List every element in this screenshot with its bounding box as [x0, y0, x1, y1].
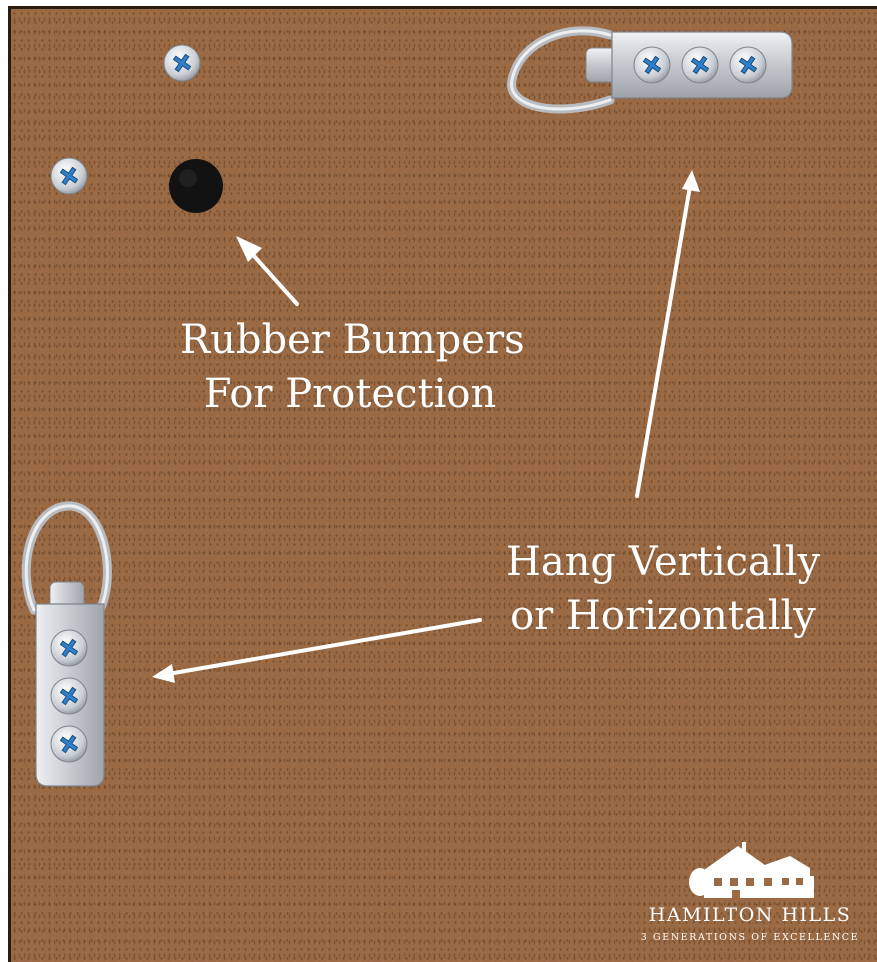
d-ring-hanger-icon	[21, 501, 112, 787]
bumper-callout: Rubber Bumpers For Protection	[180, 313, 525, 421]
hang-callout-line1: Hang Vertically	[505, 539, 821, 585]
hang-callout-line2: or Horizontally	[510, 593, 816, 639]
rubber-bumper-icon	[169, 159, 223, 213]
bumper-callout-line1: Rubber Bumpers	[180, 317, 525, 363]
backing-board	[8, 6, 877, 962]
brand-name: HAMILTON HILLS	[648, 904, 852, 926]
screw-icon	[163, 44, 201, 82]
bumper-callout-line2: For Protection	[203, 371, 497, 417]
d-ring-hanger-icon	[507, 26, 793, 114]
arrow-icon	[635, 170, 700, 498]
hang-callout: Hang Vertically or Horizontally	[498, 535, 828, 643]
house-logo-icon	[689, 842, 814, 898]
screw-icon	[50, 157, 88, 195]
arrow-icon	[152, 618, 482, 683]
brand-tagline: 3 GENERATIONS OF EXCELLENCE	[640, 932, 860, 943]
brand-logo: HAMILTON HILLS 3 GENERATIONS OF EXCELLEN…	[630, 840, 870, 952]
arrow-icon	[236, 236, 299, 306]
